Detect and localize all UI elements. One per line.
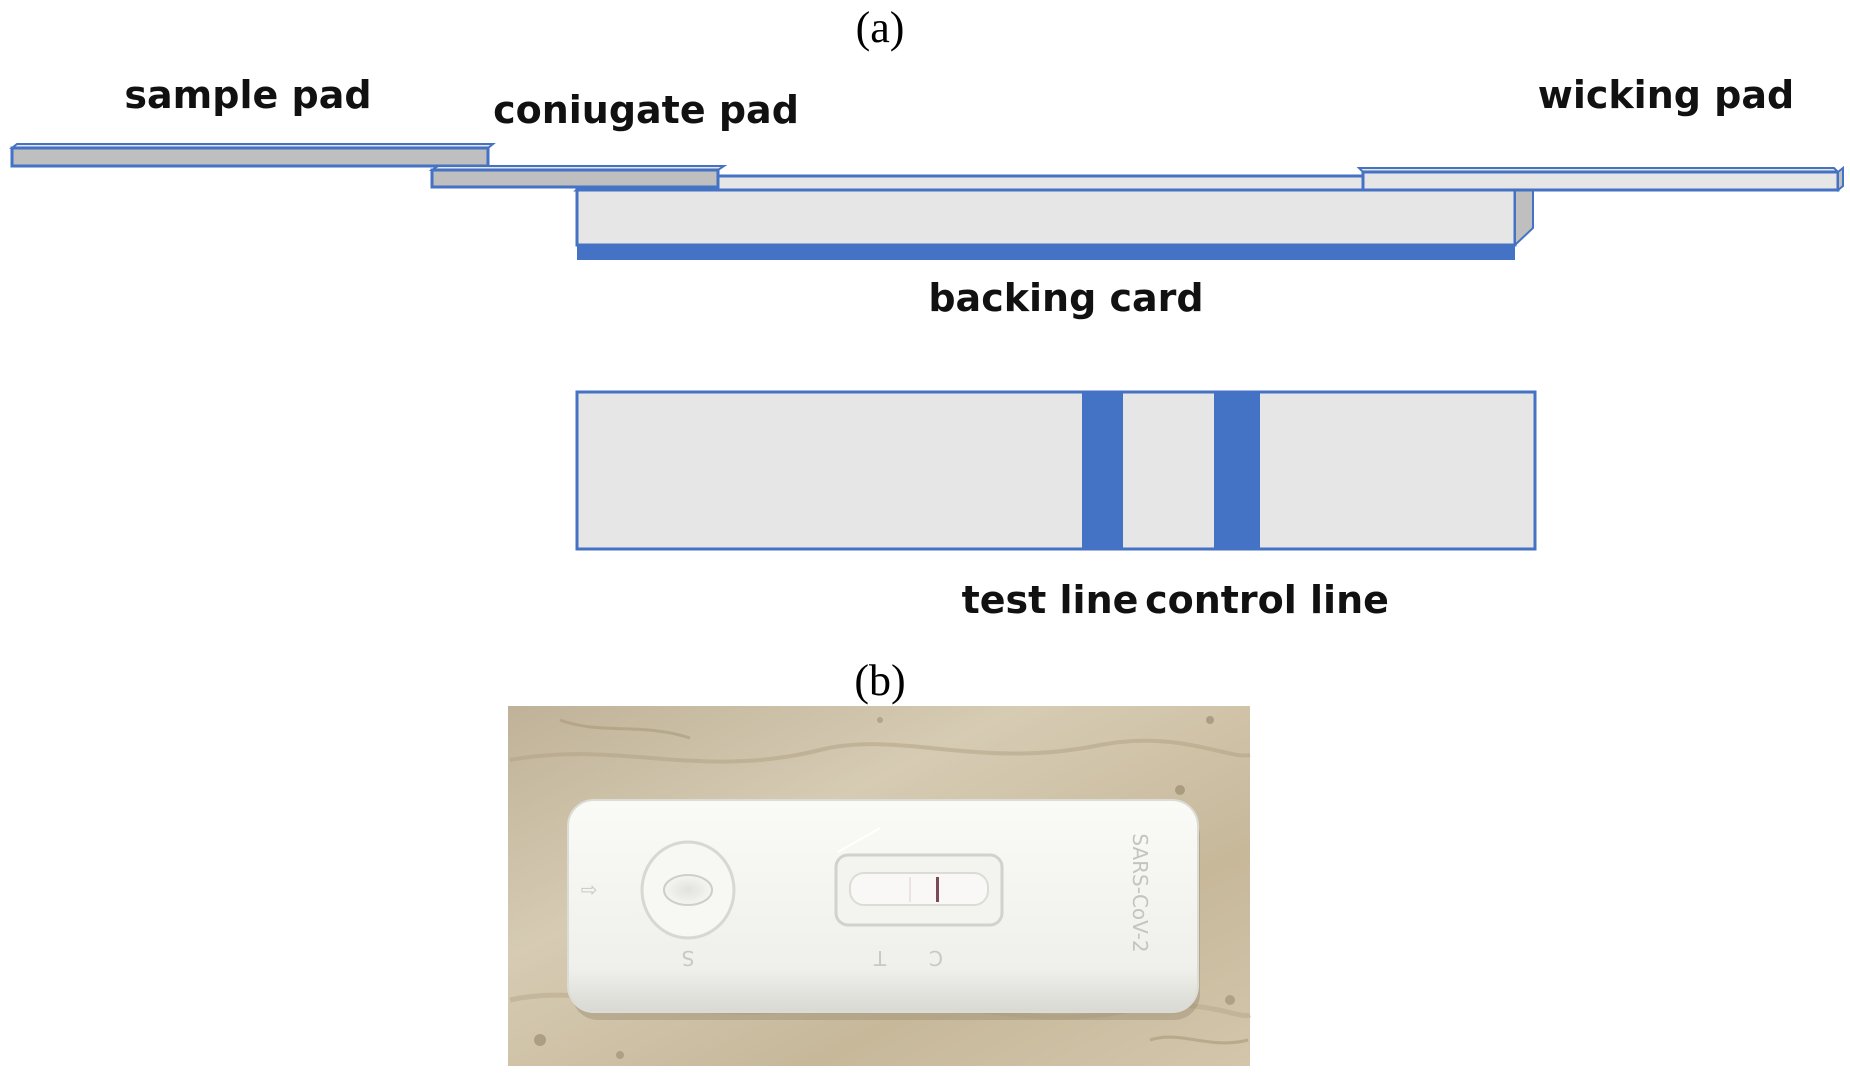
label-backing-card: backing card: [928, 276, 1203, 320]
label-control-line: control line: [1145, 578, 1389, 622]
window-scratch: [837, 827, 881, 853]
sample-well: [663, 874, 713, 906]
test-cassette-photo: ⇩ S T C SARS-CoV-2: [508, 706, 1252, 1066]
photo-test-mark: T: [873, 946, 887, 970]
photo-control-mark: C: [929, 946, 943, 970]
conjugate-pad: [430, 168, 720, 189]
photo-device-brand: SARS-CoV-2: [1128, 833, 1152, 952]
panel-label-a: (a): [856, 3, 905, 52]
backing-card-body: [575, 188, 1517, 247]
wicking-pad-side: [1837, 165, 1844, 193]
sample-pad: [10, 146, 490, 168]
control-line: [1214, 392, 1260, 549]
result-window: [849, 872, 989, 906]
wicking-pad: [1361, 170, 1840, 192]
photo-sample-mark: S: [682, 946, 695, 970]
label-wicking-pad: wicking pad: [1538, 73, 1794, 117]
label-test-line: test line: [962, 578, 1139, 622]
photo-test-band: [909, 877, 911, 902]
test-line: [1082, 392, 1123, 549]
strip-side-view: [9, 143, 1844, 260]
panel-label-b: (b): [854, 656, 905, 705]
strip-top-view: [575, 390, 1537, 551]
membrane-strip: [575, 390, 1537, 551]
photo-control-band: [936, 877, 939, 902]
backing-card-bottom-layer: [577, 245, 1515, 260]
label-conjugate-pad: coniugate pad: [493, 88, 799, 132]
photo-arrow-mark: ⇩: [577, 882, 601, 899]
label-sample-pad: sample pad: [124, 73, 371, 117]
